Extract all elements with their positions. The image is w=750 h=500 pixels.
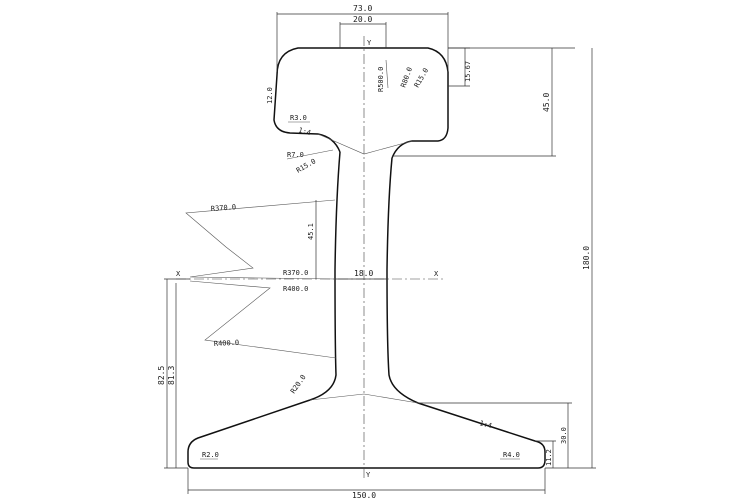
total-height-label: 180.0	[582, 246, 591, 270]
crown-radius-label: R500.0	[377, 67, 385, 92]
base-left-radius-label: R2.0	[202, 451, 219, 459]
foot-fillet-label: R20.0	[289, 373, 308, 395]
web-r370-top-label: R370.0	[211, 203, 237, 213]
rail-head-left-outline	[273, 74, 341, 153]
web-r400-leader	[189, 280, 337, 359]
neck-r7-label: R7.0	[287, 151, 304, 159]
neutral-axis-b-label: 81.3	[167, 366, 176, 385]
web-thickness-label: 18.0	[354, 269, 373, 278]
x-axis-label-right: X	[434, 270, 439, 278]
neck-construction-line	[317, 133, 413, 155]
rail-web-right-outline	[386, 157, 419, 404]
base-edge-label: 11.2	[545, 449, 553, 466]
neck-r7-leader	[286, 149, 334, 160]
head-slope-label: 1:4	[297, 126, 311, 137]
foot-construction-line	[309, 393, 419, 404]
y-axis-label-bottom: Y	[366, 471, 371, 479]
web-r400-mid-label: R400.0	[283, 285, 308, 293]
rail-web-left-outline	[309, 151, 341, 401]
head-r15-label: R15.0	[413, 67, 430, 89]
rail-head-outline	[276, 47, 449, 159]
web-offset-label: 45.1	[307, 223, 315, 240]
base-width-label: 150.0	[352, 491, 376, 500]
head-side-label: 15.67	[464, 61, 472, 82]
neutral-axis-a-label: 82.5	[157, 366, 166, 385]
base-height-label: 30.0	[560, 427, 568, 444]
web-r370-mid-label: R370.0	[283, 269, 308, 277]
base-right-radius-label: R4.0	[503, 451, 520, 459]
web-r400-low-label: R400.0	[214, 339, 240, 348]
crown-width-label: 20.0	[353, 15, 372, 24]
head-edge-label: 12.0	[266, 87, 274, 104]
head-height-label: 45.0	[542, 93, 551, 112]
neck-r15-label: R15.0	[295, 157, 317, 174]
head-corner-radius-label: R3.0	[290, 114, 307, 122]
y-axis-label-top: Y	[367, 39, 372, 47]
crown-radius-leader	[385, 59, 389, 89]
x-axis-label-left: X	[176, 270, 181, 278]
base-slope-label: 1:4	[478, 419, 492, 430]
head-width-label: 73.0	[353, 4, 372, 13]
web-r370-top-leader	[185, 199, 336, 280]
rail-foot-outline	[187, 399, 546, 469]
